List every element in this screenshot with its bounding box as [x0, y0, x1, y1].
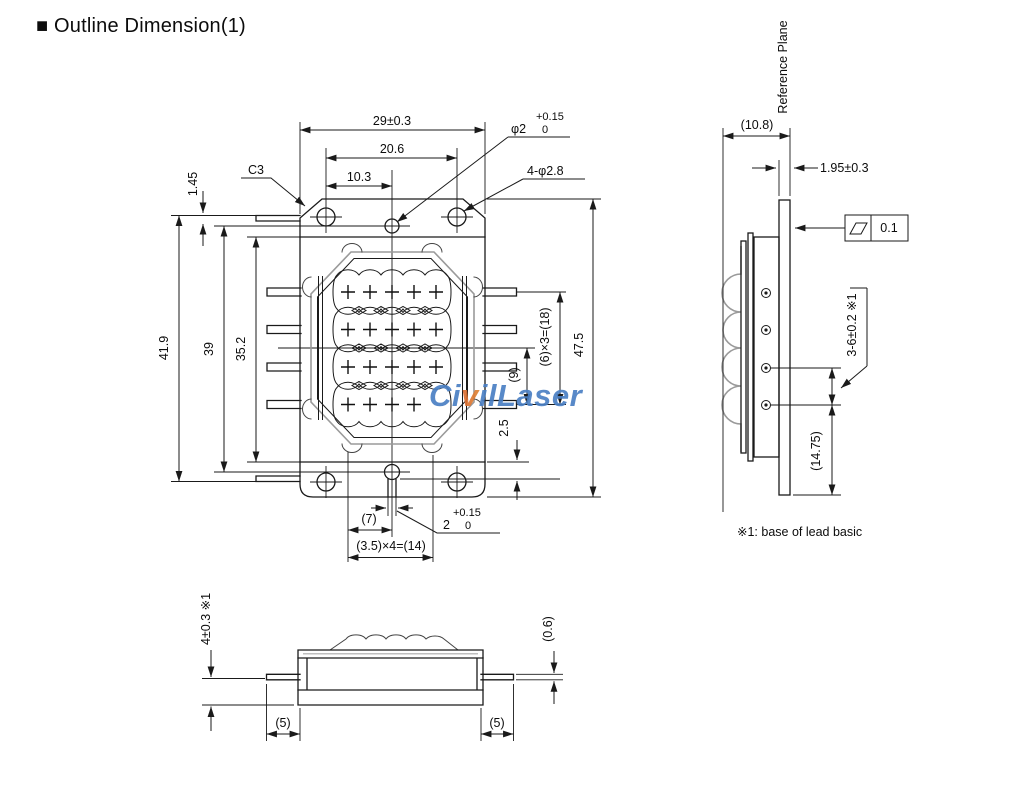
- side-lead-ends: [761, 288, 771, 410]
- watermark-part1: Ci: [429, 378, 462, 413]
- side-view: (10.8) Reference Plane 1.95±0.3 0.1 3-6±…: [721, 20, 909, 539]
- front-dim-height-overall: 47.5: [572, 333, 586, 357]
- chip-plus-marks: [341, 285, 443, 412]
- side-part: [721, 199, 791, 496]
- bottom-dim-seat-height: 4±0.3 ※1: [199, 593, 213, 645]
- front-dim-col-pitch: (3.5)×4=(14): [356, 539, 425, 553]
- lens-bar-right: [462, 276, 467, 420]
- corner-holes-label: 4-φ2.8: [527, 164, 564, 178]
- front-dimensions: [171, 122, 601, 562]
- front-dim-row-half: (9): [507, 367, 521, 382]
- bottom-dimensions: [202, 650, 563, 741]
- slot-width-label: 2: [443, 518, 450, 532]
- bottom-lead-right: [480, 673, 515, 681]
- watermark-part3: ilLaser: [479, 378, 584, 413]
- lens-bar-left: [318, 276, 323, 420]
- front-leads-left: [266, 287, 302, 410]
- page-title: ■ Outline Dimension(1): [36, 15, 246, 37]
- lead-base-note: ※1: base of lead basic: [737, 525, 862, 539]
- front-dim-width-overall: 29±0.3: [373, 114, 411, 128]
- side-dimensions: [722, 128, 909, 512]
- watermark-logo: CivilLaser: [429, 378, 584, 413]
- lens-row-2: [332, 306, 452, 353]
- bottom-slot: [387, 478, 397, 498]
- bottom-view: 4±0.3 ※1 (5) (5) (0.6): [199, 593, 563, 741]
- center-hole-dia-label: φ2: [511, 122, 526, 136]
- front-dim-body-height: 35.2: [234, 337, 248, 361]
- bottom-body-outline: [297, 649, 484, 706]
- front-view: 29±0.3 20.6 10.3 φ2 +0.15 0 4-φ2.8 C3 1.…: [157, 111, 601, 562]
- bottom-lead-left: [265, 673, 301, 681]
- bottom-part: [265, 634, 515, 706]
- chamfer-label: C3: [248, 163, 264, 177]
- side-body-block: [753, 236, 780, 458]
- center-hole-tol-minus: 0: [542, 124, 548, 136]
- front-dim-row-pitch: (6)×3=(18): [538, 307, 552, 366]
- bottom-dim-lead-right: (5): [489, 716, 504, 730]
- lens-row-4: [332, 381, 452, 428]
- side-strip-outer: [740, 240, 747, 454]
- side-lens-profile: [721, 246, 742, 452]
- side-dim-lower-extent: (14.75): [809, 431, 823, 471]
- reference-plane-label: Reference Plane: [776, 20, 790, 113]
- center-hole-tol-plus: +0.15: [536, 111, 564, 123]
- lens-diamonds: [350, 305, 434, 391]
- bottom-dim-lead-thickness: (0.6): [541, 616, 555, 642]
- front-dim-tab-thickness: 1.45: [186, 172, 200, 196]
- side-dim-plate-thickness: 1.95±0.3: [820, 161, 869, 175]
- slot-tol-minus: 0: [465, 520, 471, 532]
- lens-outer-octagon: [310, 251, 475, 445]
- front-part-outline: [214, 148, 560, 537]
- bottom-lens-mound: [329, 634, 459, 651]
- bottom-dim-lead-left: (5): [275, 716, 290, 730]
- side-dim-lead-length: 3-6±0.2 ※1: [845, 293, 859, 356]
- flatness-symbol-icon: [849, 222, 868, 235]
- slot-tol-plus: +0.15: [453, 507, 481, 519]
- side-strip-inner: [747, 232, 754, 462]
- lens-row-3: [332, 344, 452, 390]
- lens-array: [302, 243, 483, 453]
- front-dim-hole-span: 20.6: [380, 142, 404, 156]
- front-flange-outline: [299, 198, 486, 498]
- flatness-tolerance-value: 0.1: [880, 221, 897, 235]
- front-dim-slot-offset: (7): [361, 512, 376, 526]
- flatness-frame: [844, 214, 909, 242]
- front-dim-height-outer: 41.9: [157, 336, 171, 360]
- front-dim-hole-half: 10.3: [347, 170, 371, 184]
- lens-row-1: [332, 269, 452, 315]
- watermark-part2: v: [461, 378, 480, 413]
- front-side-tab-bottom: [255, 475, 301, 483]
- front-dim-hole-span-v: 39: [202, 342, 216, 356]
- side-dim-depth: (10.8): [741, 118, 774, 132]
- side-reference-plate: [778, 199, 791, 496]
- front-side-tab-top: [255, 214, 301, 222]
- front-dim-bottom-offset: 2.5: [497, 419, 511, 436]
